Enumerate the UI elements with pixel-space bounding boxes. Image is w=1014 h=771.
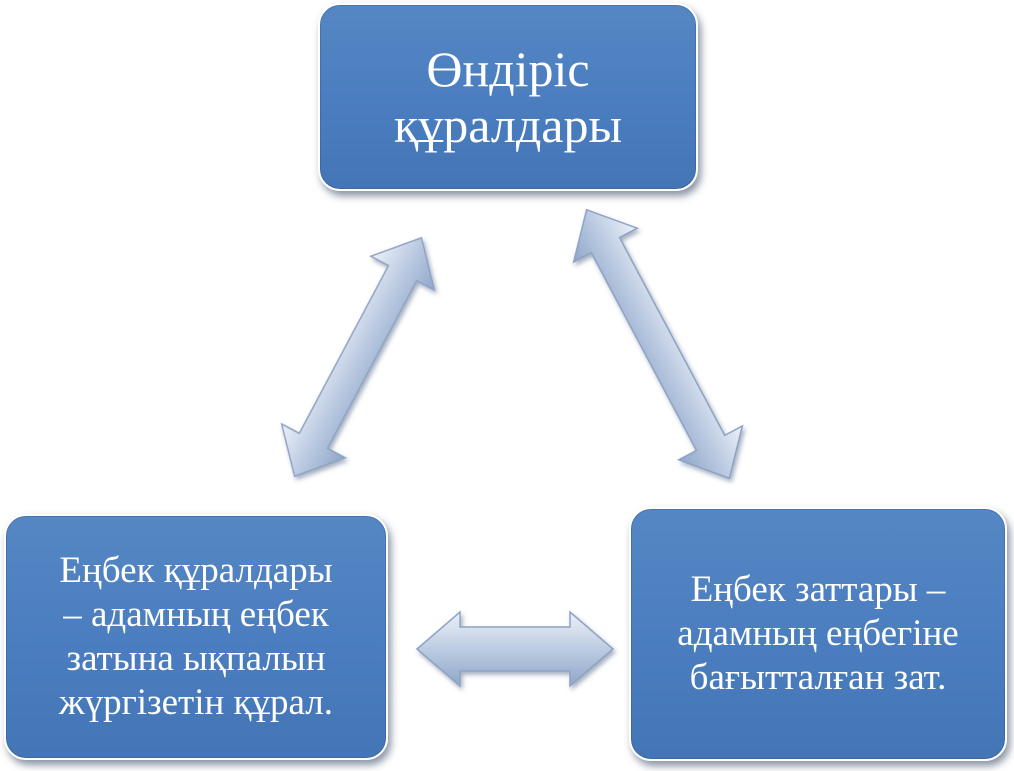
node-objects-of-labour-label: Еңбек заттары – адамның еңбегіне бағытта…: [677, 569, 959, 698]
node-instruments-of-labour-label: Еңбек құралдары – адамның еңбек затына ы…: [59, 550, 333, 723]
node-means-of-production: Өндіріс құралдары: [318, 3, 698, 191]
node-objects-of-labour: Еңбек заттары – адамның еңбегіне бағытта…: [629, 507, 1007, 761]
arrow-right-diagonal: [572, 208, 744, 480]
arrow-bottom-horizontal: [415, 610, 615, 688]
node-means-of-production-label: Өндіріс құралдары: [393, 41, 623, 153]
node-instruments-of-labour: Еңбек құралдары – адамның еңбек затына ы…: [4, 514, 388, 760]
arrow-left-diagonal: [280, 236, 436, 478]
